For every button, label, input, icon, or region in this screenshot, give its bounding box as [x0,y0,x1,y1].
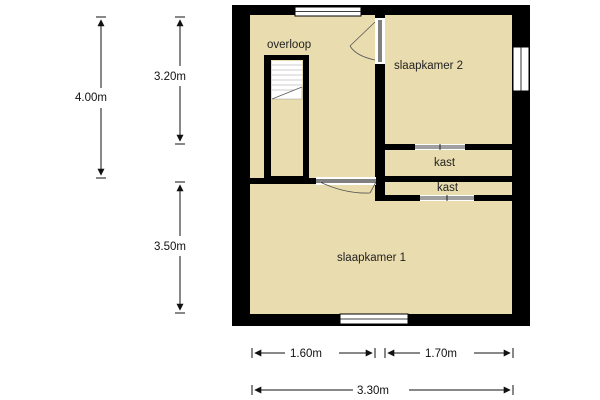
door-landing-bedroom1 [316,177,377,194]
wall-closet-closet [385,176,512,182]
room-label-bedroom1: slaapkamer 1 [337,252,406,264]
dimension-label-total-width: 3.30m [357,385,389,397]
closet-upper-floor [385,150,512,176]
dimension-left-width: 1.60m [251,348,376,360]
bedroom1-floor [250,184,512,314]
dimension-right-width: 1.70m [384,348,514,360]
staircase [264,55,309,181]
bedroom2-floor [385,15,512,144]
closet-door-upper [415,144,465,150]
floor-bedroom1-upper [250,184,375,201]
closet-door-lower [420,195,474,201]
dimension-label-total-height: 4.00m [75,92,107,104]
dimension-label-left-width: 1.60m [290,348,322,360]
window-bottom [339,313,409,325]
room-label-landing: overloop [267,39,311,51]
dimension-label-upper-height: 3.20m [154,71,186,83]
dimension-total-height: 4.00m [75,16,107,179]
wall-landing-bedroom1 [250,178,375,184]
dimension-lower-height: 3.50m [154,181,186,314]
window-right [512,46,530,92]
room-label-closet-upper: kast [434,157,456,169]
dimension-total-width: 3.30m [251,385,514,397]
dimension-label-lower-height: 3.50m [154,241,186,253]
room-label-bedroom2: slaapkamer 2 [394,60,463,72]
dimension-label-right-width: 1.70m [425,348,457,360]
door-bedroom2 [349,18,385,64]
room-label-closet-lower: kast [437,182,459,194]
dimension-upper-height: 3.20m [154,16,186,145]
wall-landing-bedroom2 [375,15,385,201]
window-top [294,6,362,17]
